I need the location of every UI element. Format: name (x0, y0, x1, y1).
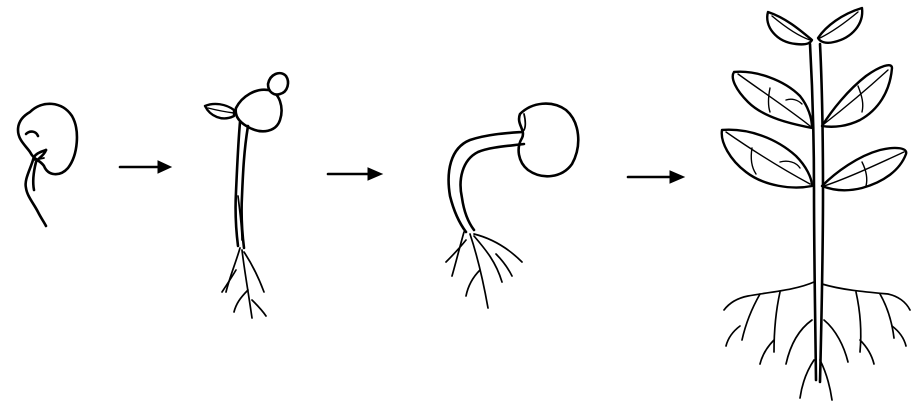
right-arrow-icon (328, 168, 382, 180)
right-arrow-icon (628, 171, 684, 183)
bent-hypocotyl-seedling-icon (446, 104, 578, 308)
germinating-seed-icon (18, 104, 77, 226)
mature-bean-plant-icon (722, 8, 910, 400)
seedling-with-cotyledons-icon (205, 73, 288, 318)
right-arrow-icon (120, 161, 171, 173)
